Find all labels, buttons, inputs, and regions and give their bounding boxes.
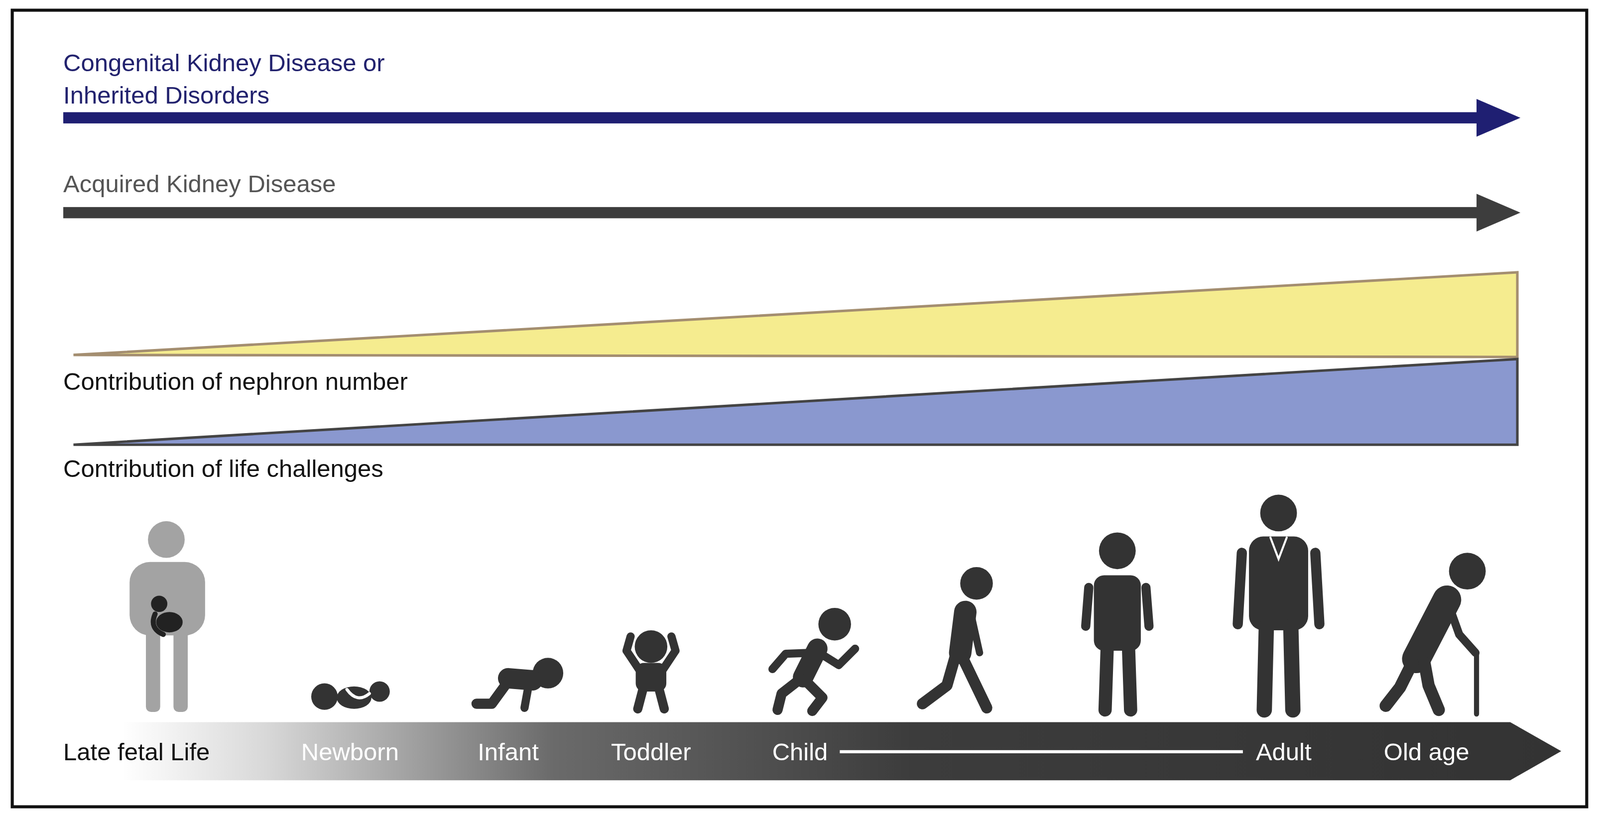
nephron-wedge	[73, 272, 1518, 358]
wedge-label: Contribution of life challenges	[63, 452, 384, 485]
timeline-bar	[122, 722, 1562, 781]
congenital-arrow	[63, 99, 1521, 137]
adult-figure	[1237, 494, 1320, 711]
walking-child-figure	[922, 567, 993, 709]
stage-label: Toddler	[611, 736, 692, 769]
teen-figure	[1085, 532, 1149, 710]
acquired-arrow	[63, 193, 1521, 232]
congenital-title: Congenital Kidney Disease or Inherited D…	[63, 46, 416, 112]
stage-label: Child	[772, 736, 829, 769]
wedge-label: Contribution of nephron number	[63, 365, 408, 398]
stage-label: Adult	[1255, 736, 1312, 769]
outer-border	[12, 9, 1588, 807]
stage-label: Infant	[477, 736, 539, 769]
old-age-figure	[1385, 552, 1486, 715]
acquired-title: Acquired Kidney Disease	[63, 167, 336, 200]
stage-label: Late fetal Life	[63, 736, 210, 769]
infant-figure	[476, 657, 564, 708]
toddler-figure	[626, 630, 676, 710]
newborn-figure	[311, 681, 390, 710]
stage-label: Newborn	[301, 736, 399, 769]
stage-label: Old age	[1383, 736, 1470, 769]
child-adult-span	[839, 750, 1243, 754]
pregnant-figure	[129, 521, 206, 713]
running-child-figure	[772, 608, 856, 712]
